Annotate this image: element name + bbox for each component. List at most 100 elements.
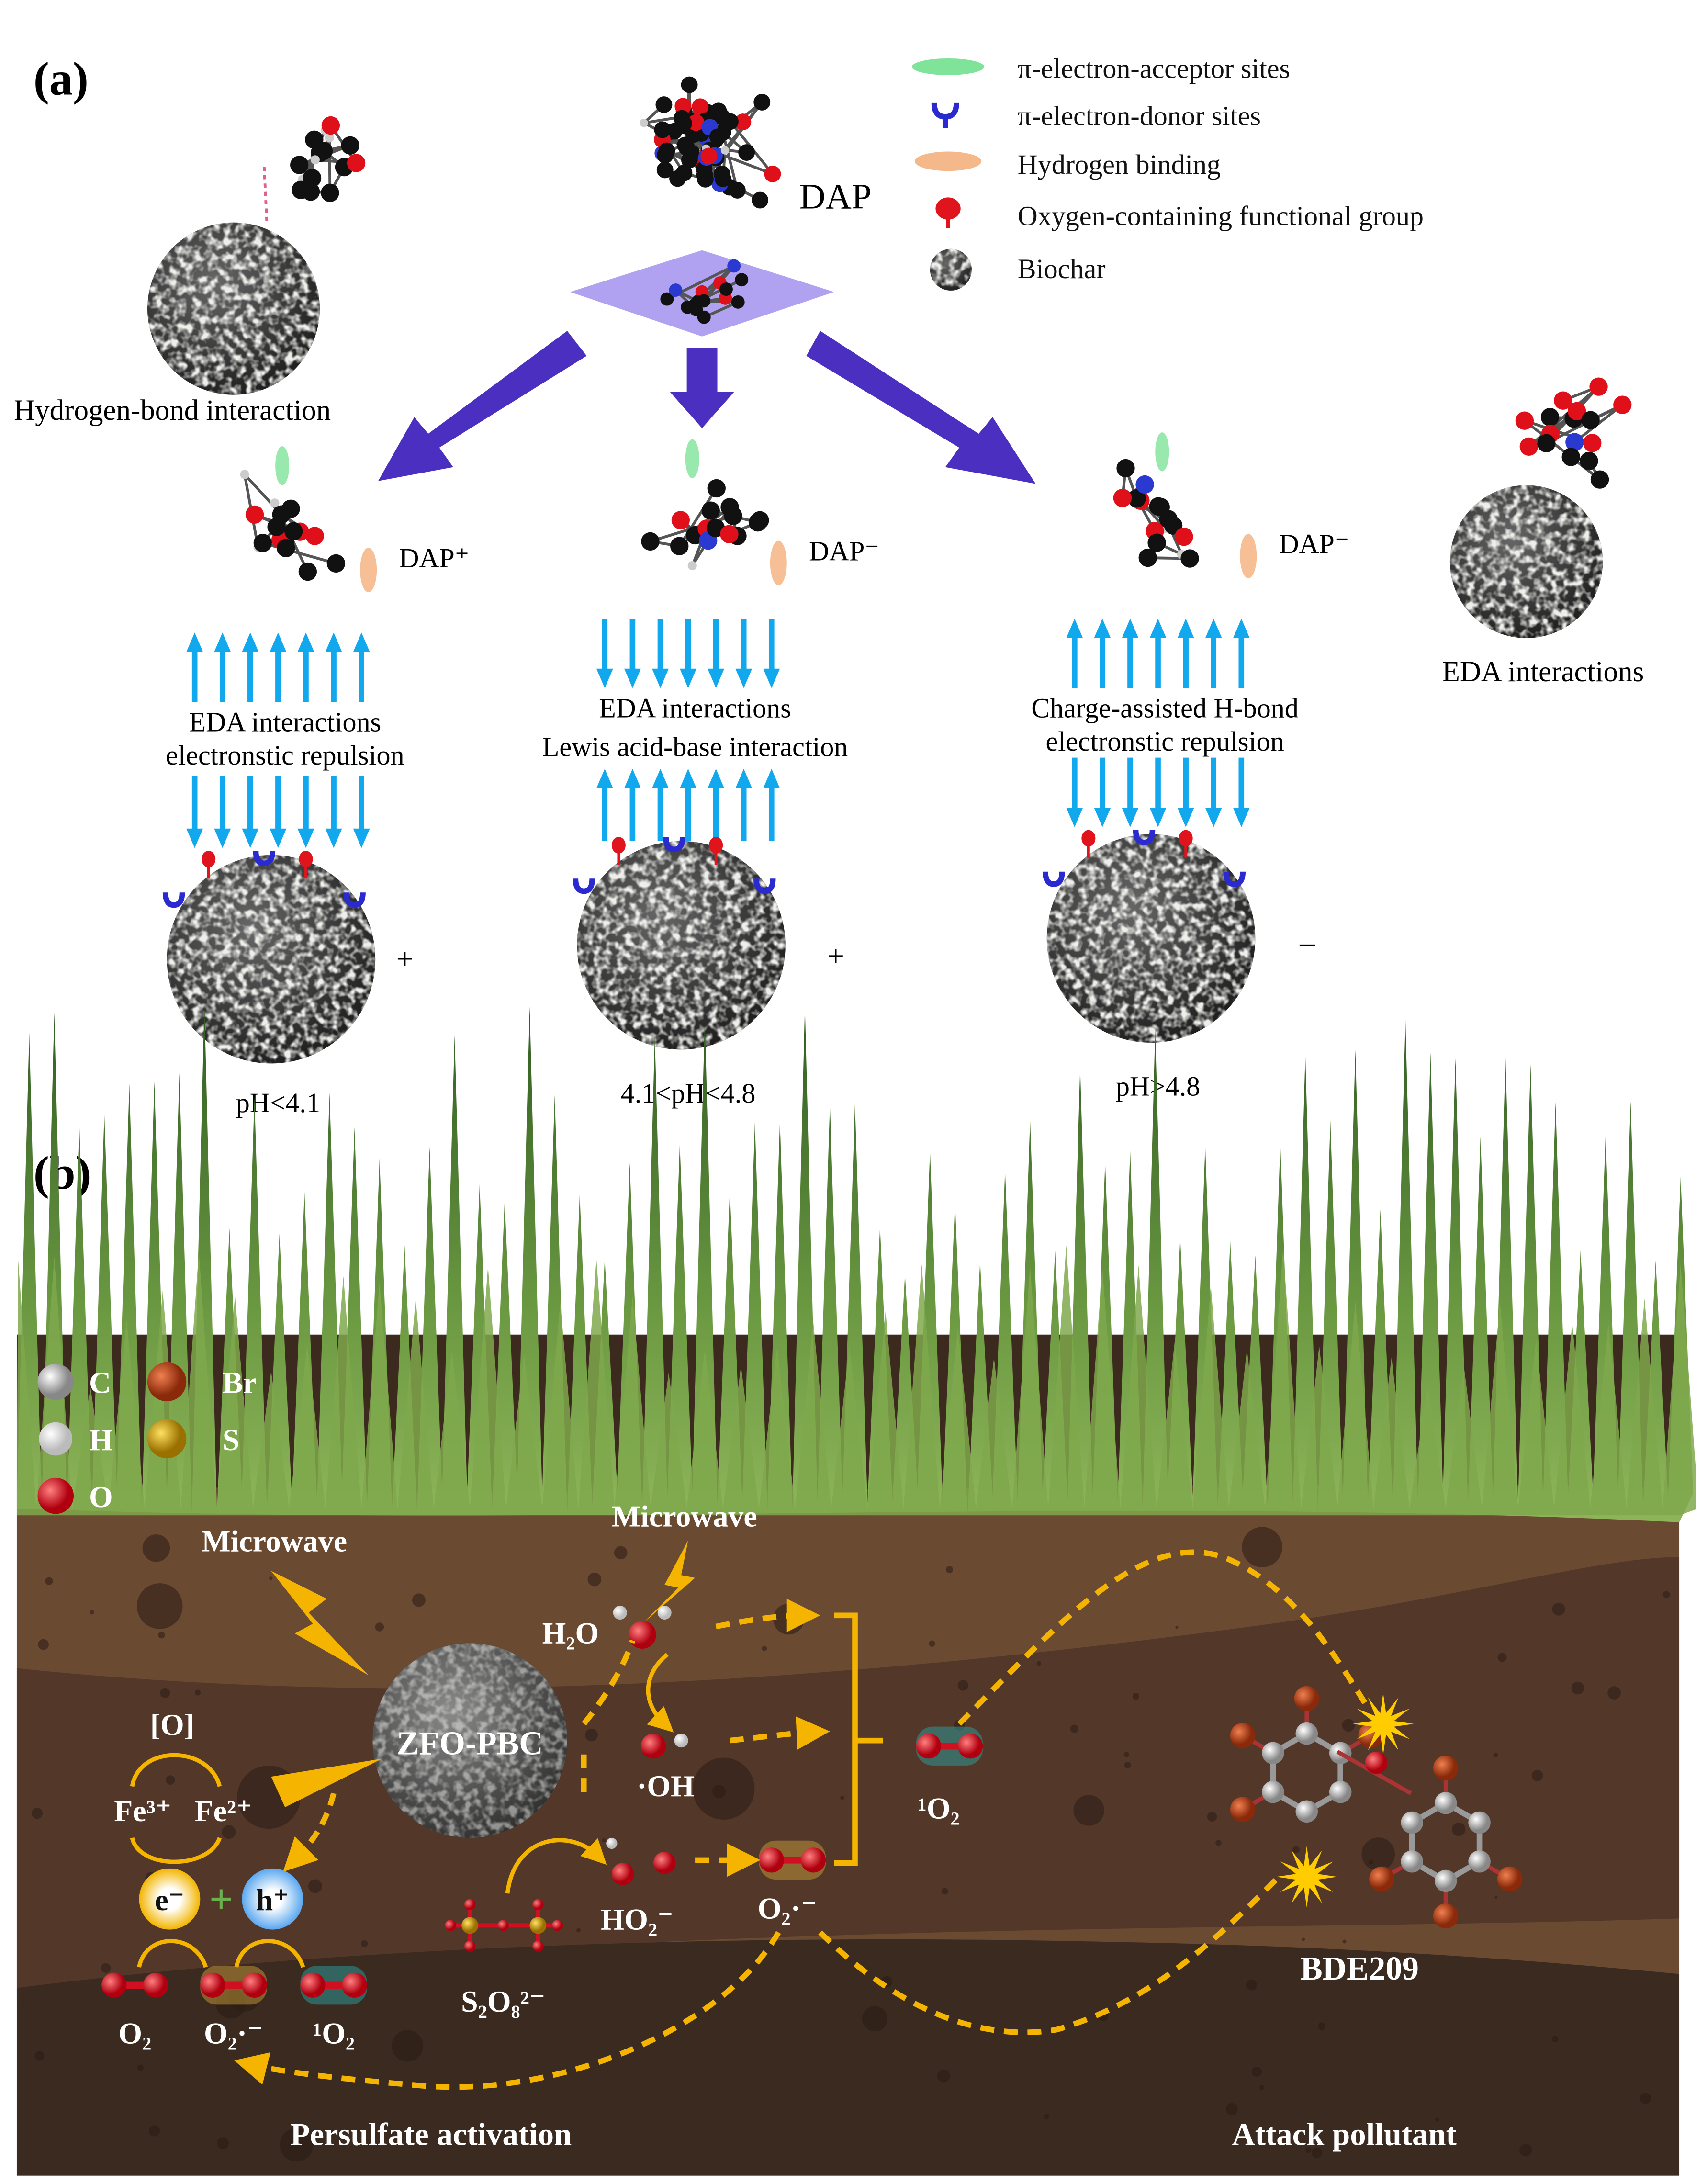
interaction-line-1: EDA interactions <box>189 706 382 737</box>
pebble <box>1497 1653 1507 1662</box>
pebble <box>34 2051 45 2061</box>
force-arrow-head <box>1094 808 1111 827</box>
pebble <box>31 1808 43 1819</box>
dap-label: DAP <box>799 177 872 217</box>
atom <box>1175 527 1193 546</box>
oxygen-group-icon <box>202 851 216 868</box>
upper-force-arrows <box>596 619 780 688</box>
hydrogen-bond-molecule <box>262 116 366 225</box>
pi-acceptor-site <box>1155 432 1169 472</box>
atom <box>655 96 673 113</box>
force-arrow-head <box>353 632 370 652</box>
pebble <box>1494 1896 1498 1899</box>
atom <box>101 1972 127 1998</box>
legend-item-pi-donor: π-electron-donor sites <box>931 100 1261 131</box>
pebble <box>136 1583 183 1629</box>
atom <box>1434 1792 1457 1814</box>
interaction-line-1: EDA interactions <box>599 692 791 723</box>
legend-br: Br <box>223 1366 257 1400</box>
fe2-label: Fe²⁺ <box>195 1794 252 1828</box>
convergence-bracket <box>834 1612 883 1866</box>
atom <box>1519 437 1538 456</box>
pebble <box>1242 1527 1282 1567</box>
force-arrow-head <box>708 768 725 788</box>
pi-donor-icon <box>1043 871 1065 887</box>
atom <box>916 1734 942 1759</box>
pebble <box>1225 2103 1238 2116</box>
pebble <box>1259 2085 1265 2090</box>
force-arrow-head <box>763 768 780 788</box>
pi-acceptor-icon <box>912 58 985 75</box>
pebble <box>164 1719 170 1725</box>
pi-donor-icon <box>253 850 276 867</box>
pebble <box>158 1632 165 1639</box>
pollutant-label: BDE209 <box>1300 1950 1419 1987</box>
bond <box>721 132 739 191</box>
atom <box>1295 1722 1318 1745</box>
ph-branch-arrows <box>378 331 1036 484</box>
hydroperoxyl-label: HO₂⁻ <box>601 1903 674 1936</box>
surface-charge: + <box>827 939 844 973</box>
atom <box>687 561 697 571</box>
atom <box>1365 1751 1388 1774</box>
panel-a-label: (a) <box>34 53 89 105</box>
force-arrow-head <box>1122 619 1139 638</box>
atom <box>657 1605 672 1620</box>
microwave-label-right: Microwave <box>612 1499 757 1533</box>
hydrogen-binding-site <box>360 548 377 593</box>
oxygen-species-row <box>101 1966 367 2005</box>
atom <box>272 505 291 524</box>
atom <box>674 98 692 115</box>
pi-donor-icon <box>753 878 776 894</box>
pebble <box>90 1610 94 1615</box>
force-arrow-head <box>596 768 613 788</box>
force-arrow-head <box>652 768 669 788</box>
electron-hole-pair: e⁻ + h⁺ <box>139 1868 303 1930</box>
panel-b: (b) C Br H S O Microwave Microwave <box>16 1002 1696 2176</box>
atom <box>719 282 733 296</box>
legend: π-electron-acceptor sites π-electron-don… <box>912 53 1424 291</box>
legend-text: Oxygen-containing functional group <box>1018 200 1424 231</box>
species-label: DAP⁺ <box>399 542 470 574</box>
atom <box>675 115 692 132</box>
atom <box>1613 395 1632 414</box>
hydrogen-binding-site <box>770 540 787 585</box>
biochar-sphere <box>147 222 320 395</box>
pebble <box>412 1593 426 1607</box>
pebble <box>308 1879 322 1893</box>
atom <box>720 146 730 155</box>
bromine-atom-icon <box>147 1362 187 1402</box>
atom <box>497 1920 509 1931</box>
pebble <box>1246 1979 1257 1991</box>
atom <box>722 113 739 130</box>
bde209-molecule <box>1230 1686 1523 1929</box>
atom <box>284 522 303 540</box>
atom <box>675 165 693 181</box>
pebble <box>1251 2067 1262 2077</box>
atom <box>305 130 324 149</box>
cycle-arrow <box>234 1939 305 1968</box>
atom <box>1580 451 1598 471</box>
atom <box>670 537 689 555</box>
atom <box>1590 470 1609 489</box>
pebble <box>937 2069 950 2083</box>
atom <box>1540 407 1560 427</box>
atom <box>734 113 752 130</box>
atom <box>658 142 675 159</box>
ph-range-label: pH<4.1 <box>236 1087 320 1118</box>
pebble <box>1215 1840 1222 1846</box>
oxygen-group-icon <box>1081 830 1096 847</box>
atom <box>143 1972 168 1998</box>
atom <box>305 527 324 545</box>
atom <box>753 93 771 111</box>
pebble <box>45 1577 53 1585</box>
pebble <box>1640 2093 1651 2105</box>
pebble <box>1342 1719 1355 1732</box>
pebble <box>142 1534 170 1562</box>
interaction-line-2: electronstic repulsion <box>166 740 404 771</box>
pebble <box>1305 2147 1312 2153</box>
dap-molecule <box>240 446 377 593</box>
